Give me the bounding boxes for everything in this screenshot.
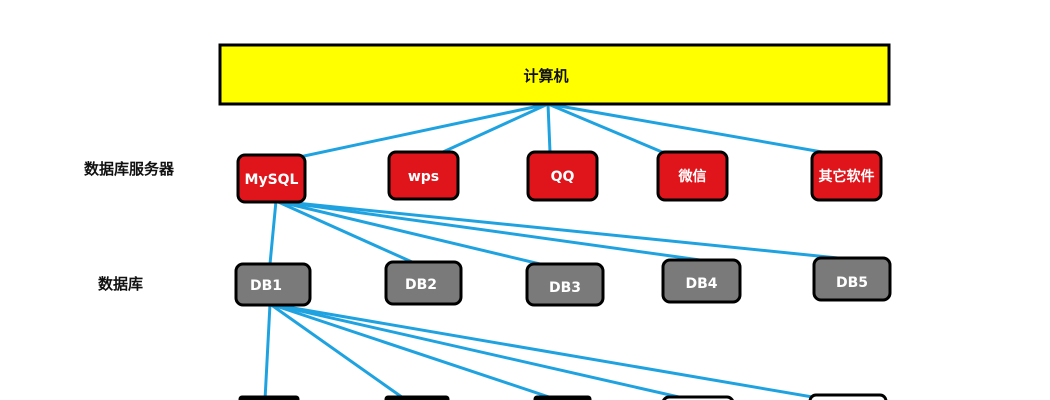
connector-mysql-db2 — [274, 199, 414, 264]
bottom-node-4 — [662, 395, 734, 400]
database-node-db1: DB1 — [234, 262, 312, 307]
connector-computer-qq — [546, 102, 552, 154]
database-label-db5: DB5 — [836, 275, 868, 291]
bottom-node-3 — [533, 395, 592, 400]
connector-computer-other — [546, 102, 824, 154]
database-label-db2: DB2 — [405, 277, 437, 293]
database-node-db2: DB2 — [384, 260, 463, 306]
server-box-wps — [387, 150, 460, 201]
server-box-mysql — [236, 153, 307, 204]
database-box-db1 — [234, 262, 312, 307]
server-label-qq: QQ — [551, 169, 575, 185]
db1-to-bottom-connectors — [263, 302, 832, 400]
server-node-other: 其它软件 — [810, 150, 883, 202]
bottom-row-nodes — [238, 393, 888, 400]
bottom-node-5 — [808, 393, 888, 400]
computer-to-server-connectors — [274, 102, 824, 164]
database-label-db3: DB3 — [549, 280, 581, 296]
connector-db1-bottom-1 — [263, 302, 272, 400]
bottom-node-2 — [384, 395, 450, 400]
database-node-db3: DB3 — [525, 262, 605, 307]
server-box-qq — [526, 150, 599, 202]
row-label-servers: 数据库服务器 — [84, 160, 175, 178]
database-label-db1: DB1 — [250, 278, 282, 294]
connector-db1-bottom-2 — [268, 302, 408, 400]
server-label-wechat: 微信 — [678, 168, 707, 185]
server-label-mysql: MySQL — [245, 172, 299, 188]
connector-computer-mysql — [274, 102, 550, 164]
connector-computer-wechat — [546, 102, 664, 154]
connector-mysql-db3 — [274, 199, 542, 266]
computer-box — [218, 43, 891, 106]
server-label-other: 其它软件 — [819, 168, 875, 185]
computer-node: 计算机 — [218, 43, 891, 106]
server-node-mysql: MySQL — [236, 153, 307, 204]
connector-db1-bottom-5 — [268, 302, 832, 400]
connector-db1-bottom-3 — [268, 302, 560, 400]
connector-mysql-db1 — [268, 199, 278, 266]
server-node-wechat: 微信 — [656, 150, 729, 202]
mysql-to-database-connectors — [268, 199, 840, 266]
database-box-db4 — [661, 258, 742, 304]
connector-mysql-db4 — [274, 199, 702, 262]
computer-label: 计算机 — [523, 67, 568, 85]
row-label-databases: 数据库 — [98, 275, 143, 293]
database-node-db5: DB5 — [812, 256, 892, 302]
connector-computer-wps — [441, 102, 550, 154]
server-node-qq: QQ — [526, 150, 599, 202]
database-box-db5 — [812, 256, 892, 302]
server-node-wps: wps — [387, 150, 460, 201]
server-box-wechat — [656, 150, 729, 202]
connector-mysql-db5 — [274, 199, 840, 260]
server-box-other — [810, 150, 883, 202]
database-box-db2 — [384, 260, 463, 306]
connector-db1-bottom-4 — [268, 302, 694, 400]
server-label-wps: wps — [408, 169, 439, 185]
database-label-db4: DB4 — [685, 276, 717, 292]
database-box-db3 — [525, 262, 605, 307]
bottom-node-1 — [238, 395, 300, 400]
database-node-db4: DB4 — [661, 258, 742, 304]
